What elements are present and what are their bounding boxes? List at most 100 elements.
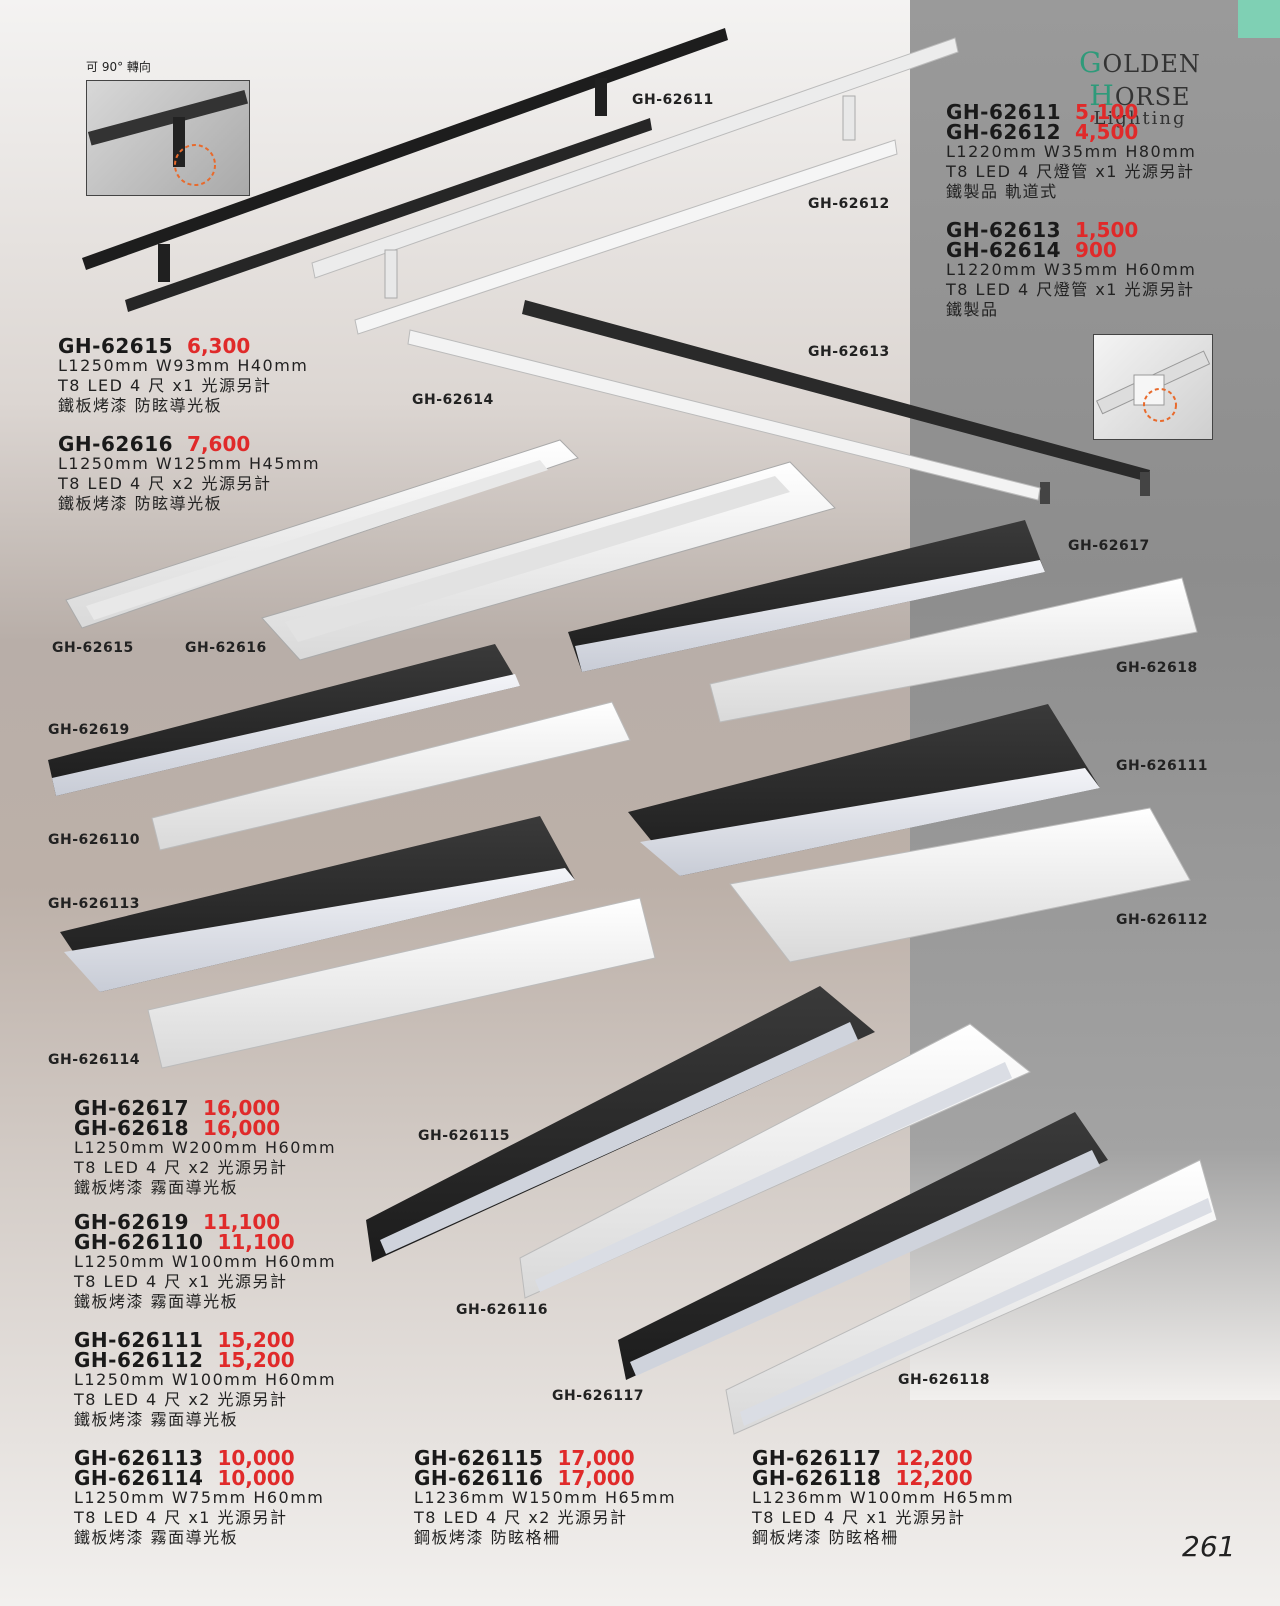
light-source: T8 LED 4 尺 x1 光源另計 [58, 376, 272, 395]
label-gh62613: GH-62613 [808, 344, 890, 360]
material: 鐵板烤漆 防眩導光板 [58, 494, 223, 513]
label-gh62619: GH-62619 [48, 722, 130, 738]
track-gh62612 [311, 37, 959, 335]
material: 鋼板烤漆 防眩格柵 [752, 1528, 899, 1547]
price: 11,100 [217, 1230, 295, 1254]
fixture-gh626112 [729, 807, 1191, 963]
brand-logo: GOLDEN HORSE Lighting [1079, 46, 1201, 129]
inset-caption: 可 90° 轉向 [86, 60, 151, 74]
price: 16,000 [203, 1116, 281, 1140]
fixture-gh626113 [60, 816, 575, 992]
model-number: GH-62615 [58, 334, 174, 358]
model-number: GH-62611 [946, 100, 1062, 124]
model-number: GH-626118 [752, 1466, 882, 1490]
price: 6,300 [187, 334, 251, 358]
light-source: T8 LED 4 尺燈管 x1 光源另計 [946, 280, 1195, 299]
label-gh62617: GH-62617 [1068, 538, 1150, 554]
fixture-gh62617 [568, 520, 1045, 672]
price: 11,100 [203, 1210, 281, 1234]
fixture-gh626116 [519, 1023, 1031, 1299]
model-number: GH-62612 [946, 120, 1062, 144]
dimensions: L1220mm W35mm H60mm [946, 260, 1197, 279]
corner-tab [1238, 0, 1280, 38]
model-number: GH-626113 [74, 1446, 204, 1470]
material: 鐵製品 軌道式 [946, 182, 1058, 201]
fixture-gh626118 [725, 1159, 1218, 1435]
price: 15,200 [217, 1328, 295, 1352]
material: 鐵板烤漆 霧面導光板 [74, 1528, 239, 1547]
light-source: T8 LED 4 尺 x2 光源另計 [58, 474, 272, 493]
light-source: T8 LED 4 尺 x2 光源另計 [414, 1508, 628, 1527]
fixture-gh62618 [709, 577, 1198, 723]
fixture-gh626115 [366, 986, 875, 1262]
label-gh62615: GH-62615 [52, 640, 134, 656]
light-source: T8 LED 4 尺 x2 光源另計 [74, 1158, 288, 1177]
fixture-gh626111 [628, 704, 1100, 876]
label-gh626112: GH-626112 [1116, 912, 1208, 928]
spec-block-gh62611-12: GH-62611 5,100 GH-62612 4,500 L1220mm W35m… [946, 102, 1196, 202]
material: 鋼板烤漆 防眩格柵 [414, 1528, 561, 1547]
spec-block-gh62617-18: GH-62617 16,000 GH-62618 16,000 L1250mm W2… [74, 1098, 336, 1198]
track-gh62613 [522, 300, 1150, 504]
light-source: T8 LED 4 尺 x1 光源另計 [752, 1508, 966, 1527]
price: 10,000 [217, 1466, 295, 1490]
label-gh626110: GH-626110 [48, 832, 140, 848]
light-source: T8 LED 4 尺 x1 光源另計 [74, 1272, 288, 1291]
material: 鐵製品 [946, 300, 999, 319]
price: 1,500 [1075, 218, 1139, 242]
label-gh626117: GH-626117 [552, 1388, 644, 1404]
model-number: GH-62614 [946, 238, 1062, 262]
dimensions: L1250mm W75mm H60mm [74, 1488, 325, 1507]
dimensions: L1236mm W100mm H65mm [752, 1488, 1015, 1507]
price: 16,000 [203, 1096, 281, 1120]
model-number: GH-626116 [414, 1466, 544, 1490]
model-number: GH-626117 [752, 1446, 882, 1470]
label-gh626118: GH-626118 [898, 1372, 990, 1388]
price: 4,500 [1075, 120, 1139, 144]
dimensions: L1250mm W100mm H60mm [74, 1370, 337, 1389]
model-number: GH-62619 [74, 1210, 190, 1234]
page-number: 261 [1182, 1530, 1236, 1563]
model-number: GH-626115 [414, 1446, 544, 1470]
rotation-detail-image-white [1093, 334, 1213, 440]
dimensions: L1220mm W35mm H80mm [946, 142, 1197, 161]
material: 鐵板烤漆 防眩導光板 [58, 396, 223, 415]
price: 5,100 [1075, 100, 1139, 124]
dimensions: L1250mm W93mm H40mm [58, 356, 309, 375]
dimensions: L1250mm W125mm H45mm [58, 454, 321, 473]
dimensions: L1236mm W150mm H65mm [414, 1488, 677, 1507]
rotation-detail-image-dark [86, 80, 250, 196]
label-gh62618: GH-62618 [1116, 660, 1198, 676]
label-gh626114: GH-626114 [48, 1052, 140, 1068]
fixture-gh62615 [65, 439, 579, 629]
label-gh62614: GH-62614 [412, 392, 494, 408]
model-number: GH-626111 [74, 1328, 204, 1352]
model-number: GH-626112 [74, 1348, 204, 1372]
fixture-gh626114 [147, 897, 656, 1069]
label-gh62616: GH-62616 [185, 640, 267, 656]
spec-block-gh62615: GH-62615 6,300 L1250mm W93mm H40mm T8 LED… [58, 336, 308, 416]
light-source: T8 LED 4 尺 x2 光源另計 [74, 1390, 288, 1409]
price: 7,600 [187, 432, 251, 456]
label-gh626111: GH-626111 [1116, 758, 1208, 774]
price: 12,200 [895, 1446, 973, 1470]
dimensions: L1250mm W200mm H60mm [74, 1138, 337, 1157]
fixture-gh626117 [618, 1112, 1108, 1380]
dimensions: L1250mm W100mm H60mm [74, 1252, 337, 1271]
price: 15,200 [217, 1348, 295, 1372]
light-source: T8 LED 4 尺燈管 x1 光源另計 [946, 162, 1195, 181]
price: 10,000 [217, 1446, 295, 1470]
model-number: GH-626110 [74, 1230, 204, 1254]
model-number: GH-62618 [74, 1116, 190, 1140]
spec-block-gh626111-12: GH-626111 15,200 GH-626112 15,200 L1250mm … [74, 1330, 336, 1430]
label-gh626113: GH-626113 [48, 896, 140, 912]
model-number: GH-62617 [74, 1096, 190, 1120]
track-gh62614 [407, 329, 1041, 501]
track-gh62611 [82, 28, 728, 312]
